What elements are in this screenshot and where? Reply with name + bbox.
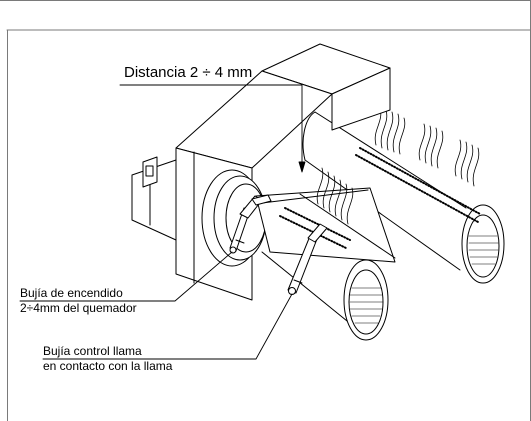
control-contact-label: en contacto con la llama <box>43 359 173 373</box>
front-tube-inner-lines <box>349 287 384 324</box>
flange-ring <box>201 169 267 267</box>
rear-burner-tube <box>302 111 505 284</box>
distance-arrowhead <box>298 161 306 173</box>
ignition-electrode-label: Bujía de encendido <box>20 286 123 300</box>
front-burner-tube <box>255 187 396 341</box>
control-electrode-label: Bujía control llama <box>43 344 142 358</box>
distance-leader <box>119 84 303 169</box>
burner-housing <box>131 43 391 301</box>
distance-label: Distancia 2 ÷ 4 mm <box>124 64 253 81</box>
rear-tube-inner-lines <box>468 235 499 265</box>
control-leader <box>42 293 293 360</box>
control-electrode <box>287 223 328 295</box>
leader-lines <box>19 84 306 360</box>
ignition-distance-label: 2÷4mm del quemador <box>20 301 137 315</box>
rear-flame-fins <box>355 107 481 223</box>
ignition-leader <box>19 251 233 302</box>
ignition-electrode <box>229 194 272 254</box>
